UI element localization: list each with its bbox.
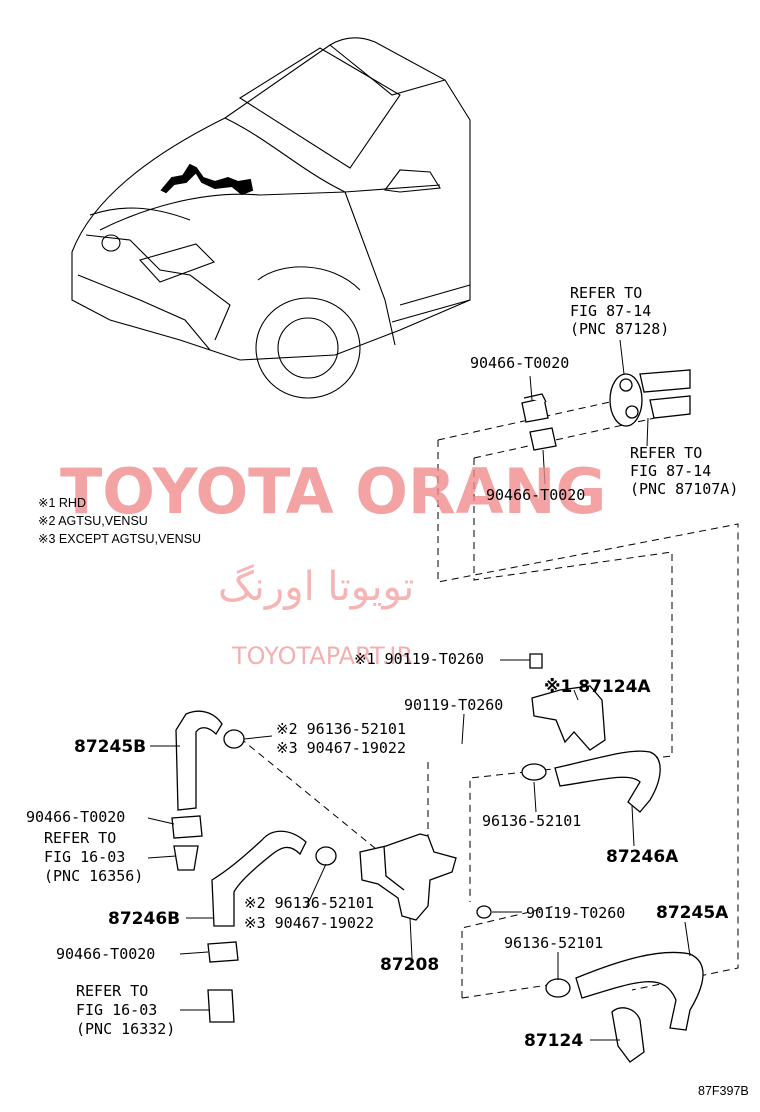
label-hose-87246a: 87246A: [606, 847, 679, 867]
label-clip-low: 96136-52101: [504, 934, 603, 952]
watermark-site: TOYOTAPART.IR: [231, 642, 413, 670]
label-bracket-87124: 87124: [524, 1031, 583, 1051]
label-clip-2b: ※2 96136-52101: [244, 894, 374, 912]
label-bolt-rhd: ※1 90119-T0260: [354, 650, 484, 668]
label-clamp-left-2: 90466-T0020: [56, 945, 155, 963]
label-clip-2a: ※2 96136-52101: [276, 720, 406, 738]
ref-left1-line2: FIG 16-03: [44, 848, 125, 866]
label-clamp-top: 90466-T0020: [470, 354, 569, 372]
label-bolt-low: 90119-T0260: [526, 904, 625, 922]
ref-right-line2: FIG 87-14: [630, 462, 711, 480]
ref-left1-line3: (PNC 16356): [44, 867, 143, 885]
vehicle-illustration: [71, 37, 471, 399]
leader-lines: [147, 339, 691, 1041]
label-clamp-left-1: 90466-T0020: [26, 808, 125, 826]
label-hose-87246b: 87246B: [108, 909, 180, 929]
ref-top-line1: REFER TO: [570, 284, 642, 302]
watermark: TOYOTA ORANG تویوتا اورنگ TOYOTAPART.IR: [60, 455, 606, 670]
watermark-main: TOYOTA ORANG: [60, 455, 606, 528]
parts: [171, 369, 704, 1063]
label-bolt-mid: 90119-T0260: [404, 696, 503, 714]
label-clip-3a: ※3 90467-19022: [276, 739, 406, 757]
watermark-persian: تویوتا اورنگ: [218, 564, 414, 610]
label-clip-right: 96136-52101: [482, 812, 581, 830]
label-hose-87245b: 87245B: [74, 737, 146, 757]
ref-top-line2: FIG 87-14: [570, 302, 651, 320]
notes-legend: ※1 RHD ※2 AGTSU,VENSU ※3 EXCEPT AGTSU,VE…: [38, 496, 201, 546]
label-clamp-mid: 90466-T0020: [486, 486, 585, 504]
note-except: ※3 EXCEPT AGTSU,VENSU: [38, 532, 201, 546]
ref-left2-line2: FIG 16-03: [76, 1001, 157, 1019]
note-rhd: ※1 RHD: [38, 496, 86, 510]
label-clip-3b: ※3 90467-19022: [244, 914, 374, 932]
part-labels: REFER TO FIG 87-14 (PNC 87128) 90466-T00…: [26, 284, 749, 1098]
label-bracket-rhd: ※1 87124A: [544, 677, 651, 697]
ref-left2-line1: REFER TO: [76, 982, 148, 1000]
label-hose-87245a: 87245A: [656, 903, 729, 923]
label-valve-87208: 87208: [380, 955, 439, 975]
figure-code: 87F397B: [698, 1084, 749, 1098]
ref-left1-line1: REFER TO: [44, 829, 116, 847]
ref-right-line3: (PNC 87107A): [630, 480, 738, 498]
ref-top-line3: (PNC 87128): [570, 320, 669, 338]
ref-left2-line3: (PNC 16332): [76, 1020, 175, 1038]
ref-right-line1: REFER TO: [630, 444, 702, 462]
note-agtsu: ※2 AGTSU,VENSU: [38, 514, 148, 528]
